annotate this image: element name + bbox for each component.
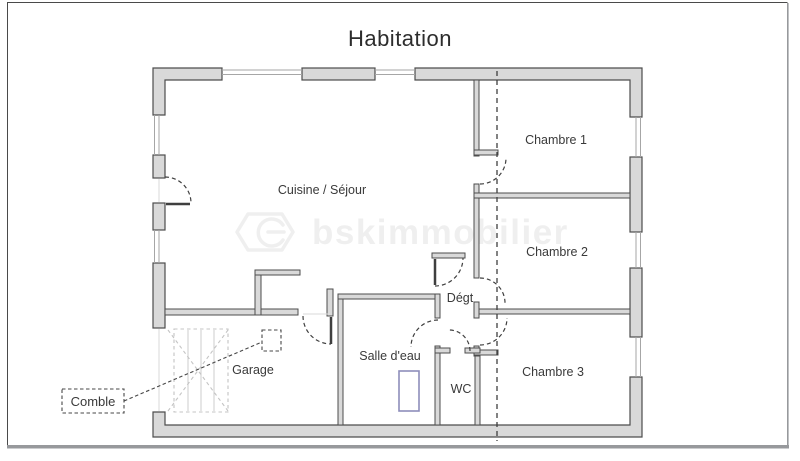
comble-leader-line <box>123 341 263 402</box>
room-label-garage: Garage <box>232 363 274 377</box>
room-label-chambre-1: Chambre 1 <box>525 133 587 147</box>
attic-hatch <box>261 329 282 352</box>
stair-symbol <box>167 328 229 413</box>
exterior-walls <box>152 67 643 438</box>
plan-title: Habitation <box>348 26 452 51</box>
door-chambre-1 <box>479 157 507 185</box>
room-label-degagement: Dégt <box>447 291 474 305</box>
windows <box>154 69 641 377</box>
watermark: bskimmobilier <box>235 212 569 252</box>
window <box>375 69 415 75</box>
doors <box>164 157 508 352</box>
window <box>635 232 641 268</box>
comble-callout: Comble <box>61 329 282 414</box>
room-label-chambre-2: Chambre 2 <box>526 245 588 259</box>
watermark-house-logo-icon <box>235 212 295 252</box>
door-chambre-3 <box>479 317 508 346</box>
window <box>635 337 641 377</box>
window <box>635 117 641 157</box>
room-label-cuisine-sejour: Cuisine / Séjour <box>278 183 366 197</box>
image-frame <box>7 2 789 449</box>
room-label-comble: Comble <box>71 394 116 409</box>
door-salle-d-eau <box>410 319 439 348</box>
room-label-salle-d-eau: Salle d'eau <box>359 349 421 363</box>
room-label-chambre-3: Chambre 3 <box>522 365 584 379</box>
door-entry-cuisine <box>164 176 192 206</box>
interior-walls <box>164 79 631 426</box>
door-degagement <box>433 257 464 287</box>
thresholds <box>158 179 330 411</box>
window <box>154 230 160 263</box>
watermark-g-glyph <box>256 217 286 248</box>
room-label-wc: WC <box>451 382 472 396</box>
door-garage <box>302 315 333 345</box>
room-labels: Cuisine / Séjour Chambre 1 Chambre 2 Cha… <box>232 133 588 396</box>
window <box>222 69 302 75</box>
shower-tray <box>398 370 420 412</box>
watermark-text: bskimmobilier <box>312 213 569 252</box>
door-wc <box>448 329 471 352</box>
window <box>154 115 160 155</box>
